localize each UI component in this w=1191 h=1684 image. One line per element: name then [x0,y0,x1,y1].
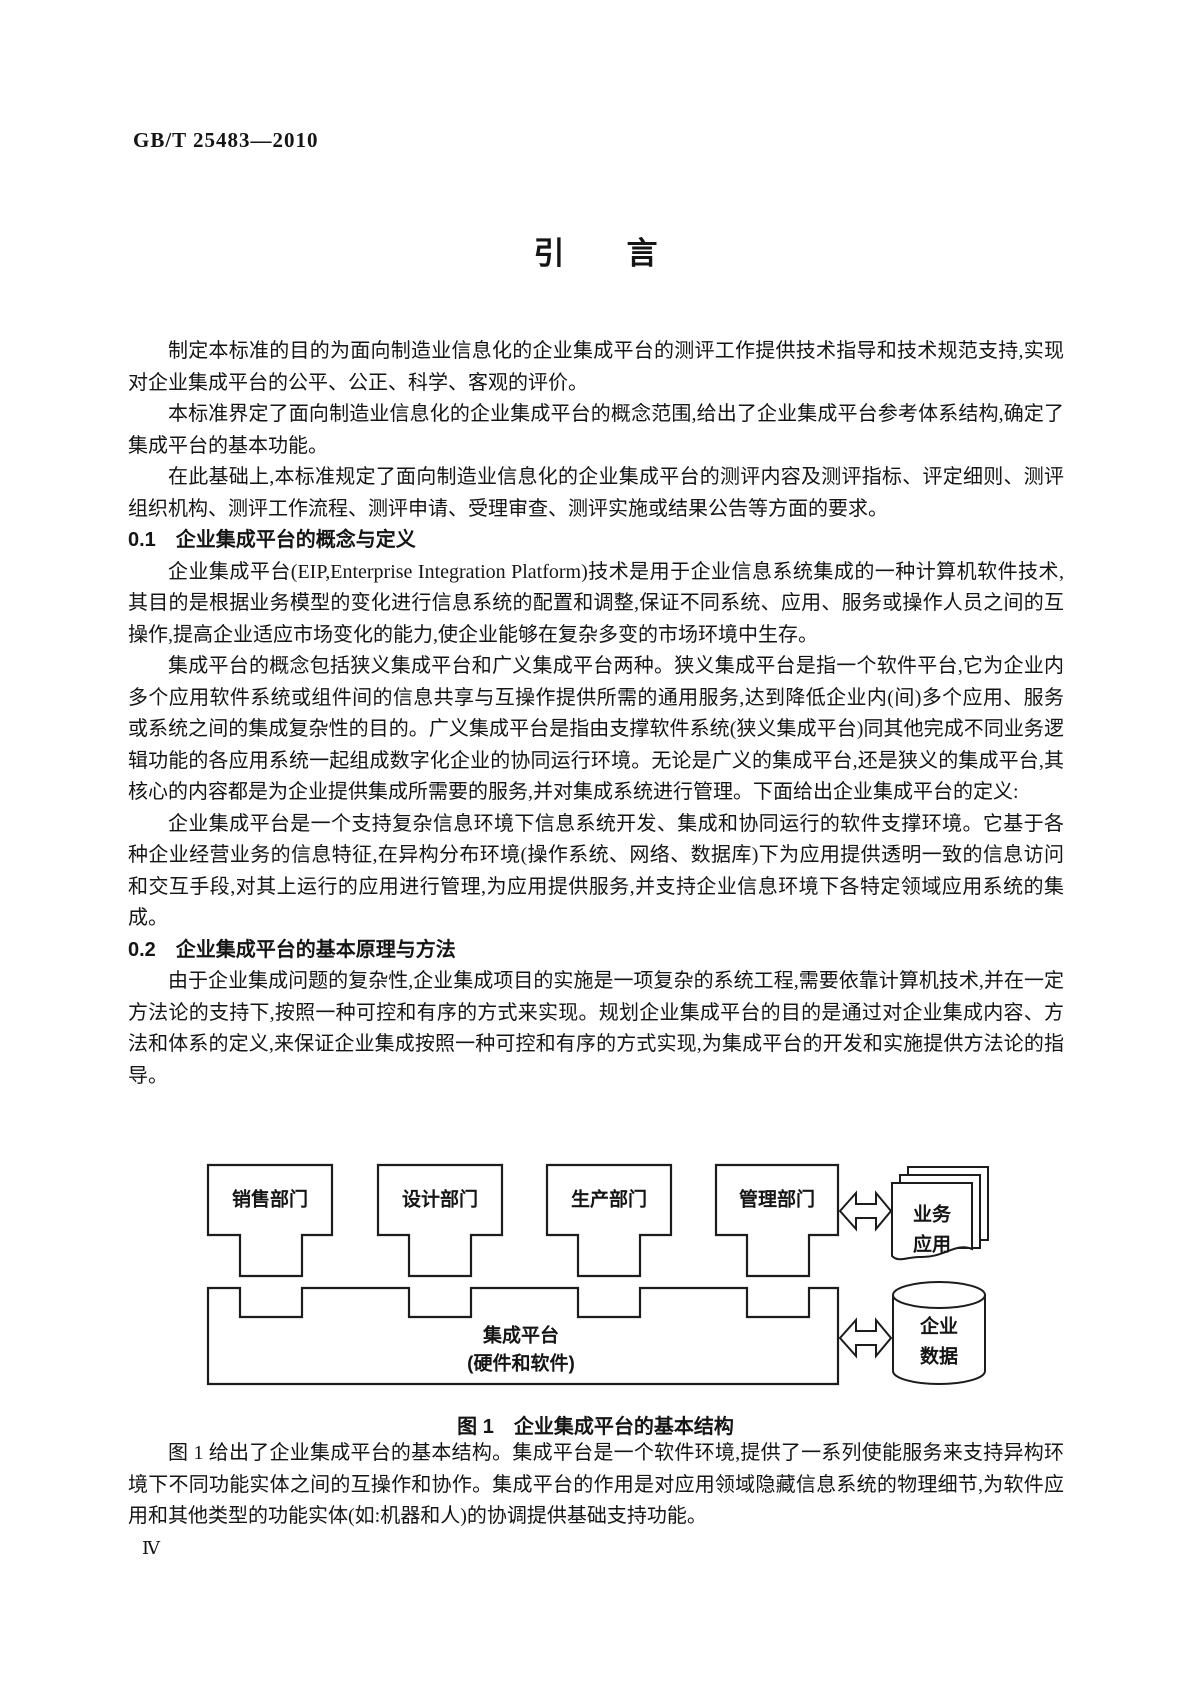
business-app-label-line2: 应用 [913,1233,951,1256]
body-text: 制定本标准的目的为面向制造业信息化的企业集成平台的测评工作提供技术指导和技术规范… [128,336,1064,1092]
paragraph-1: 制定本标准的目的为面向制造业信息化的企业集成平台的测评工作提供技术指导和技术规范… [128,340,1064,394]
paragraph-2: 本标准界定了面向制造业信息化的企业集成平台的概念范围,给出了企业集成平台参考体系… [128,403,1064,457]
paragraph-8: 图 1 给出了企业集成平台的基本结构。集成平台是一个软件环境,提供了一系列使能服… [128,1442,1064,1527]
after-figure-text: 图 1 给出了企业集成平台的基本结构。集成平台是一个软件环境,提供了一系列使能服… [128,1438,1064,1533]
dept-box-design [376,1163,504,1278]
paragraph-5: 集成平台的概念包括狭义集成平台和广义集成平台两种。狭义集成平台是指一个软件平台,… [128,655,1064,803]
paragraph-3: 在此基础上,本标准规定了面向制造业信息化的企业集成平台的测评内容及测评指标、评定… [128,466,1064,520]
section-heading-0-2: 0.2 企业集成平台的基本原理与方法 [128,938,456,961]
document-front-icon [891,1182,973,1261]
database-cylinder-icon [892,1295,986,1385]
section-heading-0-1: 0.1 企业集成平台的概念与定义 [128,529,416,551]
dept-label-design: 设计部门 [402,1188,478,1211]
database-cylinder-top-icon [892,1281,986,1309]
figure-caption: 图 1 企业集成平台的基本结构 [457,1416,734,1438]
enterprise-data-label-line1: 企业 [919,1315,958,1338]
platform-label-line2: (硬件和软件) [467,1352,575,1375]
page-title: 引 言 [533,236,658,271]
platform-label-line1: 集成平台 [482,1324,559,1347]
business-app-label-line1: 业务 [913,1203,952,1226]
double-arrow-enterprise-data-icon [838,1317,893,1359]
enterprise-data-label-line2: 数据 [920,1345,958,1368]
double-arrow-business-app-icon [838,1190,893,1232]
platform-box [206,1286,840,1386]
dept-label-management: 管理部门 [739,1188,815,1211]
figure-1-diagram: 销售部门 设计部门 生产部门 管理部门 集成平台 (硬件和软件) 业务 应用 企… [206,1163,989,1386]
page-number: Ⅳ [142,1538,160,1558]
paragraph-7: 由于企业集成问题的复杂性,企业集成项目的实施是一项复杂的系统工程,需要依靠计算机… [128,970,1064,1087]
dept-box-management [714,1163,840,1278]
standard-code: GB/T 25483—2010 [133,128,319,152]
dept-box-sales [206,1163,334,1278]
dept-box-production [545,1163,673,1278]
paragraph-4: 企业集成平台(EIP,Enterprise Integration Platfo… [128,560,1064,646]
dept-label-production: 生产部门 [571,1188,647,1211]
dept-label-sales: 销售部门 [232,1188,308,1211]
paragraph-6: 企业集成平台是一个支持复杂信息环境下信息系统开发、集成和协同运行的软件支撑环境。… [128,812,1064,930]
